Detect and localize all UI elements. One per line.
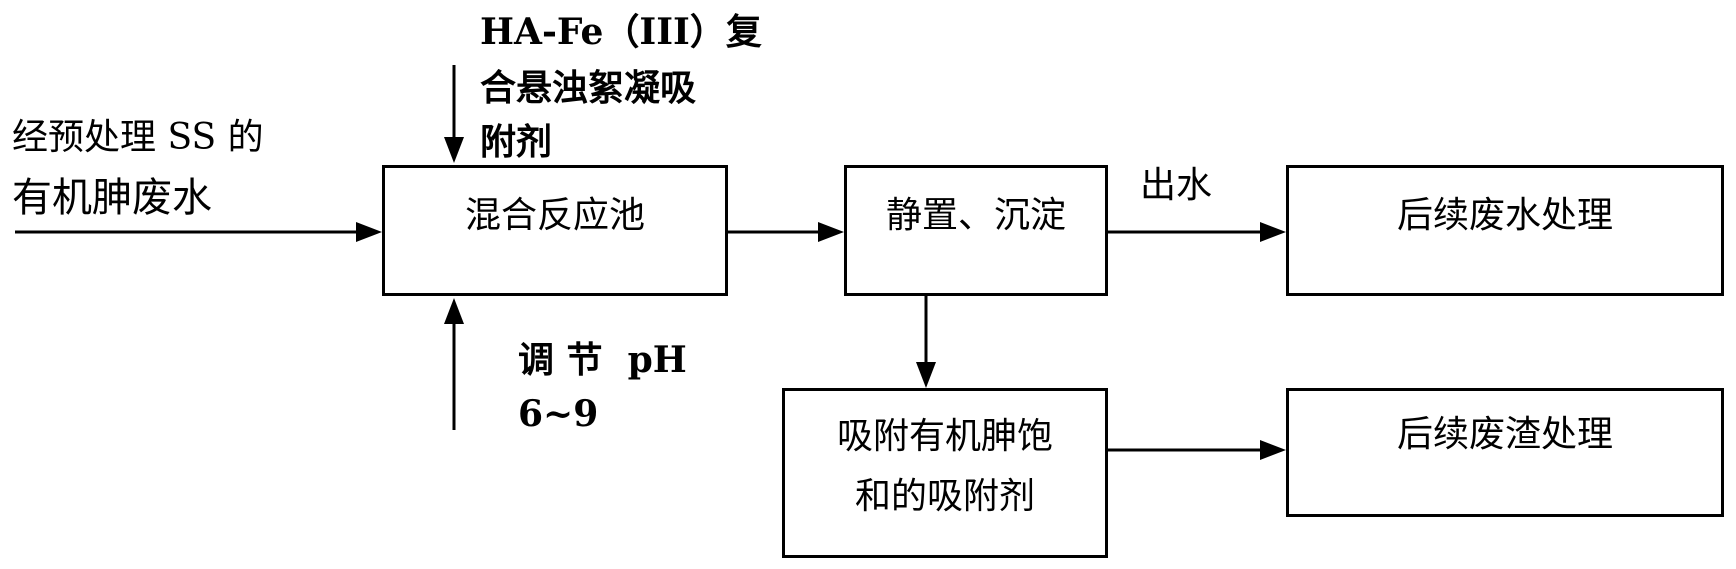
arrow-ph-up [444, 298, 464, 430]
saturated-adsorbent-label-line2: 和的吸附剂 [854, 476, 1035, 517]
arrow-saturated-to-residue [1108, 440, 1286, 460]
arrow-reagent-down [444, 65, 464, 163]
input-label-line1: 经预处理 SS 的 [12, 117, 264, 158]
input-label-line2: 有机胂废水 [12, 175, 212, 221]
residue-treatment-box: 后续废渣处理 [1286, 388, 1724, 517]
arrow-input-to-mix [15, 222, 382, 242]
wastewater-treatment-label: 后续废水处理 [1396, 195, 1613, 236]
settling-tank-box: 静置、沉淀 [844, 165, 1108, 296]
arrow-settle-to-saturated [916, 294, 936, 388]
mix-reaction-tank-box: 混合反应池 [382, 165, 728, 296]
saturated-adsorbent-box: 吸附有机胂饱 和的吸附剂 [782, 388, 1108, 558]
arrow-mix-to-settle [728, 222, 844, 242]
saturated-adsorbent-label-line1: 吸附有机胂饱 [836, 416, 1053, 457]
ph-label-line2: 6~9 [518, 393, 599, 435]
reagent-label-line3: 附剂 [480, 121, 553, 163]
mix-reaction-tank-label: 混合反应池 [464, 195, 645, 236]
wastewater-treatment-box: 后续废水处理 [1286, 165, 1724, 296]
settling-tank-label: 静置、沉淀 [885, 195, 1066, 236]
residue-treatment-label: 后续废渣处理 [1396, 414, 1613, 455]
effluent-label: 出水 [1140, 165, 1213, 206]
arrow-settle-to-wastewater [1108, 222, 1286, 242]
reagent-label-line2: 合悬浊絮凝吸 [480, 67, 697, 109]
reagent-label-line1: HA-Fe（III）复 [480, 11, 762, 53]
ph-label-line1: 调 节 pH [518, 339, 687, 381]
